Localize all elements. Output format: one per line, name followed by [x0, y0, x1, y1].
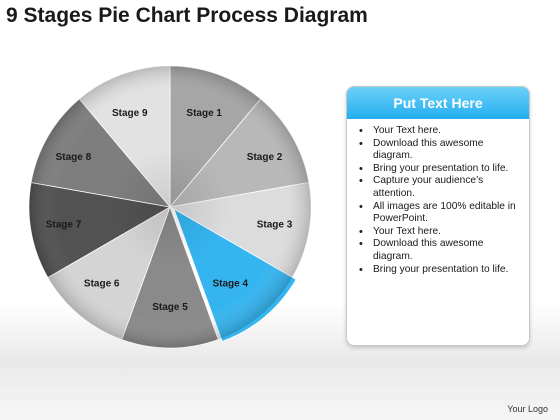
text-box-heading: Put Text Here: [347, 87, 529, 119]
pie-label-stage-2: Stage 2: [247, 152, 283, 163]
text-box-item: All images are 100% editable in PowerPoi…: [355, 201, 521, 226]
pie-label-stage-1: Stage 1: [186, 108, 222, 119]
text-box-item: Your Text here.: [355, 226, 521, 239]
pie-label-stage-3: Stage 3: [257, 219, 293, 230]
text-box-item: Your Text here.: [355, 125, 521, 138]
text-box-item: Bring your presentation to life.: [355, 163, 521, 176]
pie-label-stage-4: Stage 4: [213, 279, 249, 290]
pie-label-stage-6: Stage 6: [84, 279, 120, 290]
text-box-item: Download this awesome diagram.: [355, 138, 521, 163]
pie-labels: Stage 1 Stage 2 Stage 3 Stage 4 Stage 5 Stage…: [46, 108, 293, 313]
pie-label-stage-8: Stage 8: [56, 152, 92, 163]
text-box-list: Your Text here.Download this awesome dia…: [355, 125, 521, 276]
page-title: 9 Stages Pie Chart Process Diagram: [6, 4, 368, 27]
pie-center-shade: [110, 147, 230, 267]
pie-label-stage-5: Stage 5: [152, 302, 188, 313]
logo-text: Your Logo: [507, 404, 548, 414]
text-box-item: Download this awesome diagram.: [355, 238, 521, 263]
pie-label-stage-9: Stage 9: [112, 108, 148, 119]
pie-label-stage-7: Stage 7: [46, 219, 82, 230]
text-box: Put Text Here Your Text here.Download th…: [346, 86, 530, 346]
text-box-item: Capture your audience’s attention.: [355, 175, 521, 200]
text-box-item: Bring your presentation to life.: [355, 264, 521, 277]
